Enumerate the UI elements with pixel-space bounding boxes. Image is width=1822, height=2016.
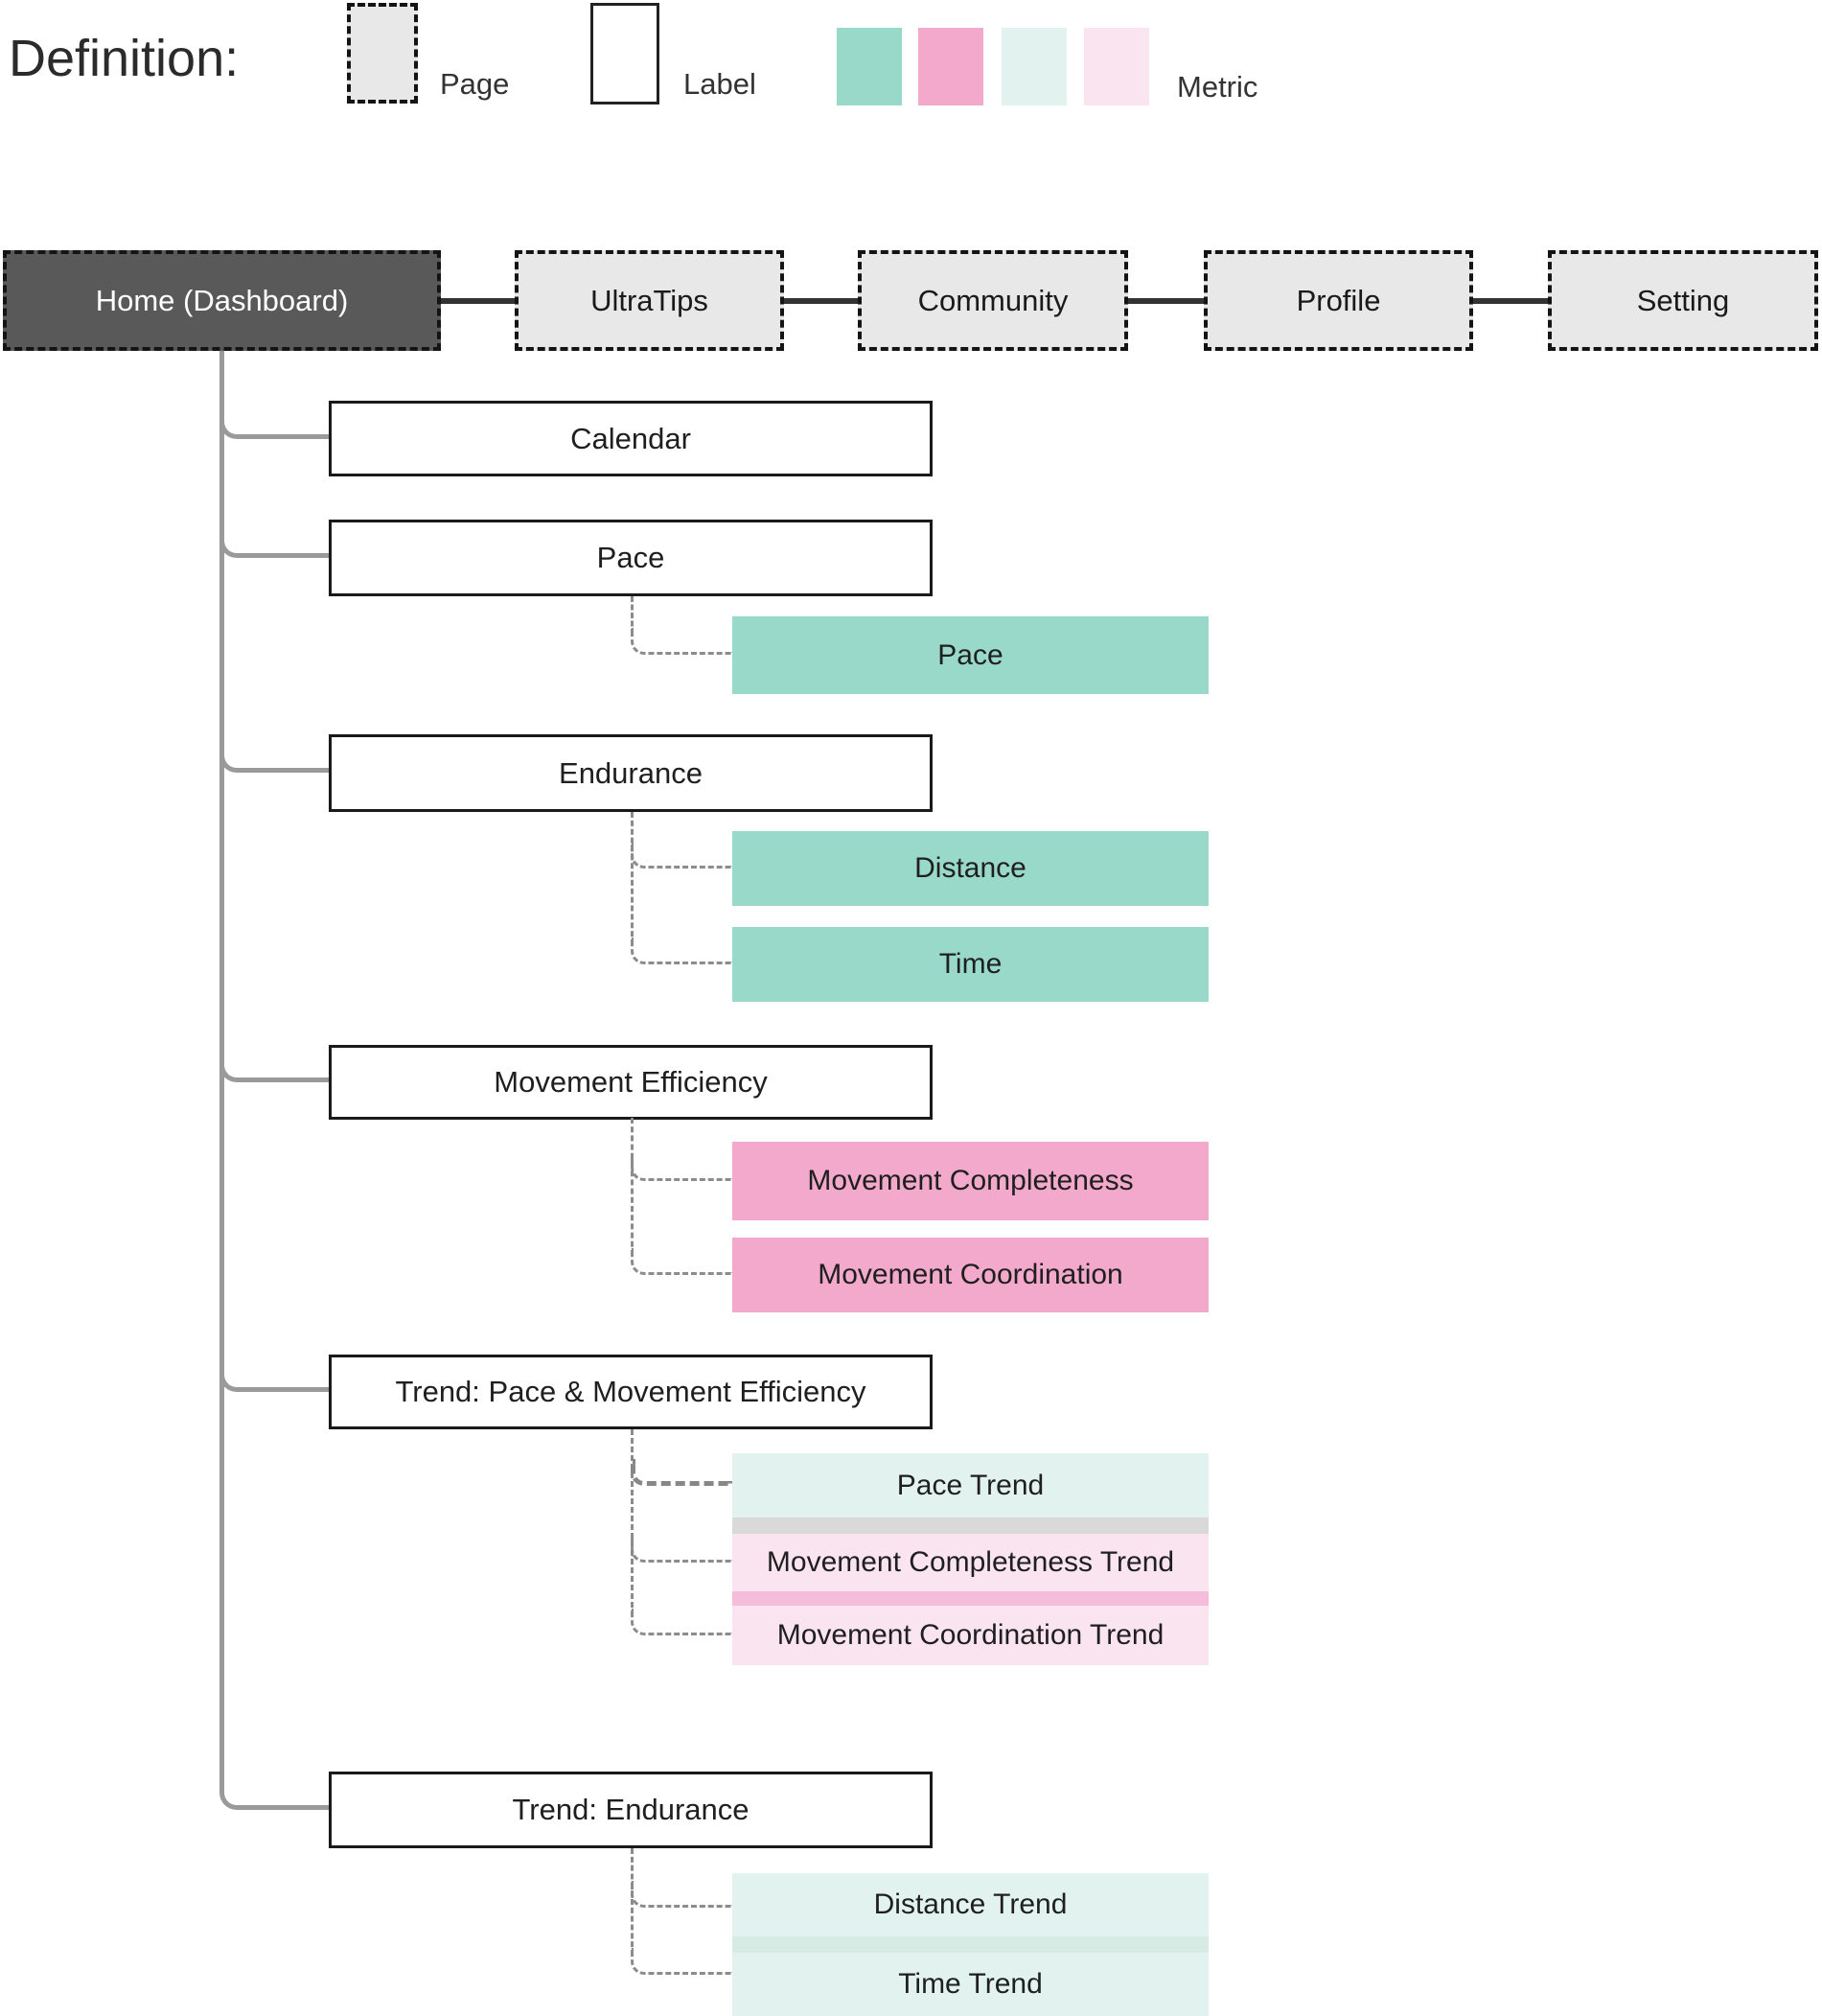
metric-text: Distance: [914, 852, 1026, 884]
dashed-elbow-pace: [631, 628, 732, 655]
dashed-elbow-distance: [631, 842, 732, 869]
label-text: Pace: [596, 541, 665, 574]
label-node-trend-pace-movement-efficiency: Trend: Pace & Movement Efficiency: [329, 1355, 933, 1429]
metric-swatch-light-teal: [1002, 28, 1067, 105]
branch-line-trend-endurance: [219, 1775, 329, 1810]
label-node-pace: Pace: [329, 520, 933, 596]
branch-line-movement-efficiency: [219, 1048, 329, 1082]
page-node-ultratips: UltraTips: [515, 250, 784, 351]
page-node-community: Community: [858, 250, 1128, 351]
dashed-line: [631, 1429, 634, 1616]
dashed-line: [631, 812, 634, 945]
metric-text: Pace: [937, 638, 1003, 671]
dashed-elbow-coordination: [631, 1248, 732, 1275]
metric-bar-movement-completeness-trend: Movement Completeness Trend: [732, 1534, 1209, 1591]
page-node-profile: Profile: [1204, 250, 1473, 351]
metric-bar-time-trend: Time Trend: [732, 1953, 1209, 2016]
metric-swatch-pink: [918, 28, 983, 105]
definition-title: Definition:: [9, 30, 240, 87]
page-node-label: Setting: [1636, 283, 1730, 317]
separator-strip-teal: [732, 1936, 1209, 1953]
page-node-label: Home (Dashboard): [95, 283, 349, 317]
label-text: Movement Efficiency: [494, 1065, 768, 1099]
separator-strip-pink: [732, 1591, 1209, 1606]
dashed-elbow-time: [631, 938, 732, 964]
metric-text: Movement Completeness Trend: [766, 1546, 1175, 1578]
dashed-elbow-distance-trend: [631, 1881, 732, 1908]
metric-text: Movement Coordination: [818, 1259, 1123, 1290]
dashed-elbow-completeness-trend: [631, 1536, 732, 1563]
dashed-line: [631, 596, 634, 635]
dashed-line: [631, 1118, 634, 1256]
metric-bar-movement-coordination-trend: Movement Coordination Trend: [732, 1606, 1209, 1665]
metric-text: Time Trend: [898, 1968, 1043, 2000]
metric-bar-distance-trend: Distance Trend: [732, 1873, 1209, 1936]
label-swatch: [590, 3, 659, 104]
nav-connector: [784, 298, 858, 304]
page-node-label: UltraTips: [590, 283, 708, 317]
label-node-trend-endurance: Trend: Endurance: [329, 1772, 933, 1848]
dashed-elbow-coordination-trend: [631, 1609, 732, 1635]
metric-bar-movement-coordination: Movement Coordination: [732, 1238, 1209, 1312]
metric-text: Pace Trend: [896, 1469, 1045, 1501]
metric-text: Time: [938, 948, 1003, 980]
page-node-label: Profile: [1296, 283, 1381, 317]
metric-bar-time: Time: [732, 927, 1209, 1002]
metric-bar-pace-trend: Pace Trend: [732, 1453, 1209, 1518]
label-text: Trend: Pace & Movement Efficiency: [395, 1375, 866, 1408]
metric-text: Movement Coordination Trend: [776, 1619, 1165, 1651]
label-node-calendar: Calendar: [329, 401, 933, 476]
dashed-elbow-time-trend: [631, 1948, 732, 1975]
branch-line-pace: [219, 523, 329, 558]
metric-swatch-teal: [837, 28, 902, 105]
label-legend-label: Label: [683, 67, 756, 101]
branch-line-trend-pace-me: [219, 1357, 329, 1392]
dashed-line: [631, 1848, 634, 1956]
label-node-movement-efficiency: Movement Efficiency: [329, 1045, 933, 1120]
nav-connector: [1473, 298, 1548, 304]
page-node-home-dashboard: Home (Dashboard): [3, 250, 441, 351]
branch-line-endurance: [219, 738, 329, 773]
metric-text: Movement Completeness: [807, 1165, 1134, 1196]
metric-bar-distance: Distance: [732, 831, 1209, 906]
label-text: Calendar: [570, 421, 691, 455]
metric-swatch-light-pink: [1084, 28, 1149, 105]
dashed-elbow-completeness: [631, 1154, 732, 1181]
metric-text: Distance Trend: [873, 1889, 1068, 1920]
page-node-setting: Setting: [1548, 250, 1818, 351]
nav-connector: [441, 298, 515, 304]
label-text: Endurance: [559, 755, 703, 790]
page-swatch: [347, 3, 418, 104]
page-node-label: Community: [917, 283, 1069, 317]
label-text: Trend: Endurance: [512, 1793, 750, 1826]
metric-legend-label: Metric: [1177, 70, 1258, 104]
nav-connector: [1128, 298, 1204, 304]
branch-line-calendar: [219, 405, 329, 439]
metric-bar-movement-completeness: Movement Completeness: [732, 1142, 1209, 1220]
dashed-elbow-pace-trend: [631, 1459, 732, 1486]
metric-bar-pace: Pace: [732, 616, 1209, 694]
label-node-endurance: Endurance: [329, 734, 933, 812]
page-legend-label: Page: [440, 67, 510, 101]
separator-strip-gray: [732, 1518, 1209, 1534]
